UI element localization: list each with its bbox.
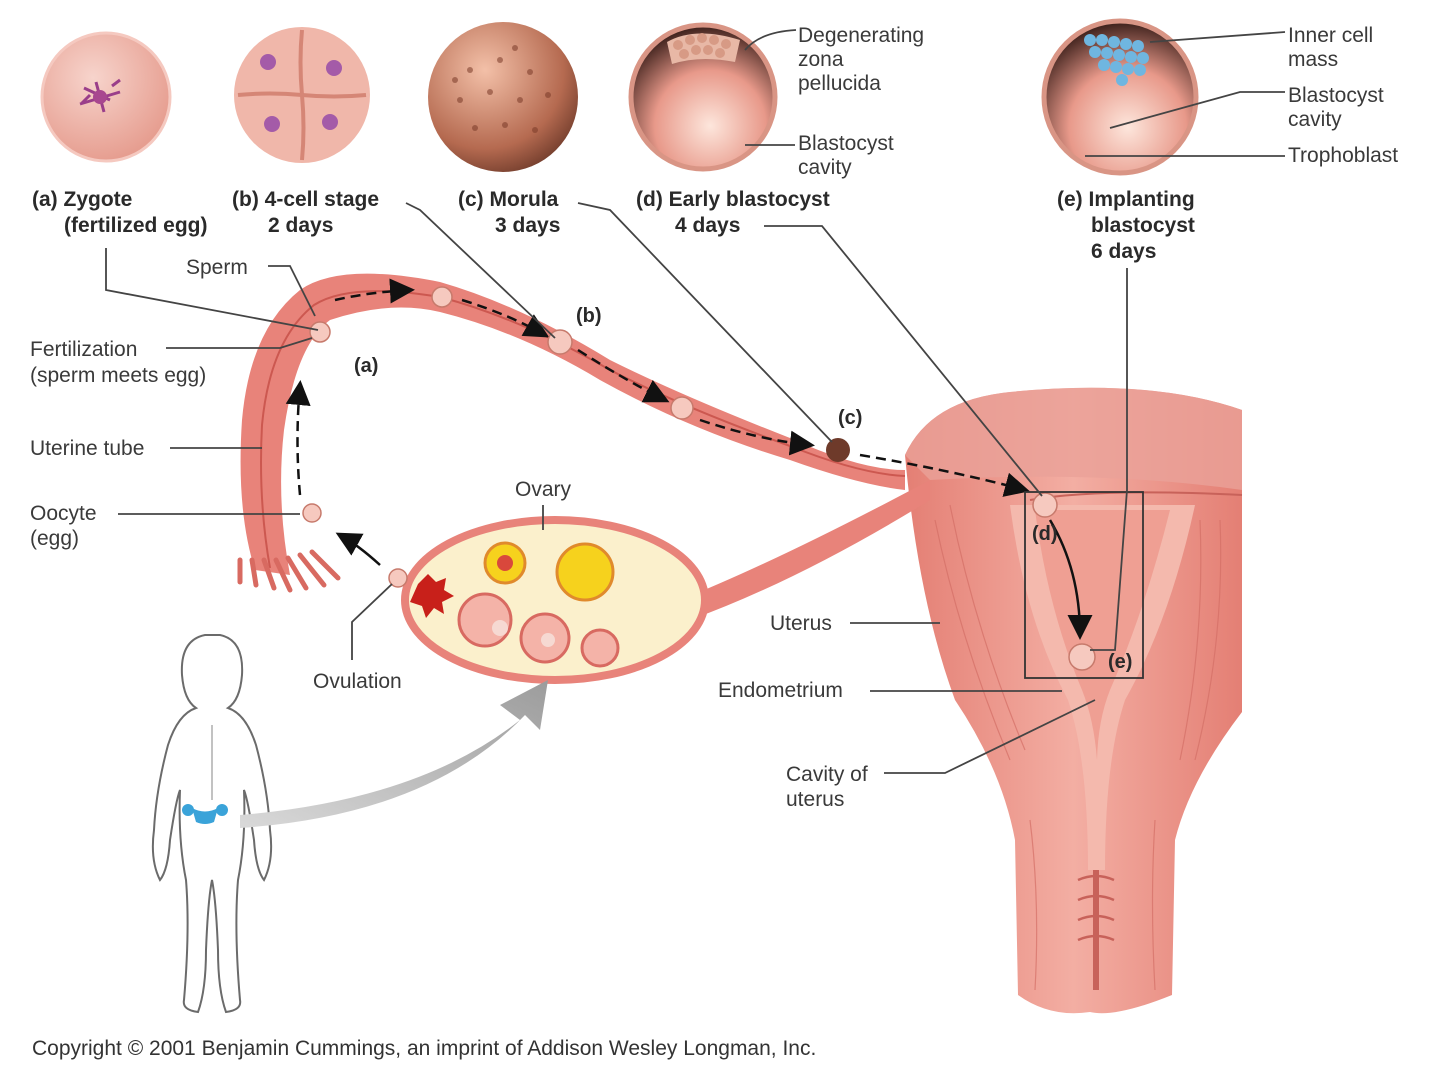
magnify-arrow-icon <box>240 680 548 828</box>
label-oocyte-1: Oocyte <box>30 502 97 525</box>
leader-blasto-cavity-e <box>1109 91 1285 129</box>
stage-a-title: (a) Zygote <box>32 188 132 211</box>
human-figure-illustration <box>151 634 273 1014</box>
leader-stage-e <box>1090 268 1128 651</box>
implanting-blastocyst-illustration <box>1041 18 1199 176</box>
stage-a-subtitle: (fertilized egg) <box>64 214 208 237</box>
stage-b-subtitle: 2 days <box>268 214 333 237</box>
leader-cavity <box>884 699 1096 774</box>
ovary-illustration <box>401 516 709 684</box>
tag-b: (b) <box>576 305 602 327</box>
leader-stage-a <box>105 248 319 331</box>
reproductive-organs-highlight-icon <box>182 804 228 824</box>
label-degenerating-1: Degenerating <box>798 24 924 47</box>
leader-stage-c <box>577 202 833 443</box>
leader-stage-d <box>764 225 1043 497</box>
stage-e-subtitle: blastocyst <box>1091 214 1195 237</box>
morula-illustration <box>428 22 578 172</box>
label-fertilization-1: Fertilization <box>30 338 137 361</box>
leader-inner-cell <box>1149 31 1286 43</box>
label-blasto-cavity-e-1: Blastocyst <box>1288 84 1384 107</box>
stage-e-subtitle-2: 6 days <box>1091 240 1156 263</box>
stage-c-subtitle: 3 days <box>495 214 560 237</box>
tag-c: (c) <box>838 407 862 429</box>
label-uterus: Uterus <box>770 612 832 635</box>
label-fertilization-2: (sperm meets egg) <box>30 364 206 387</box>
four-cell-illustration <box>234 27 370 163</box>
tag-d: (d) <box>1032 523 1058 545</box>
leader-ovulation <box>351 583 393 660</box>
stage-c-title: (c) Morula <box>458 188 559 211</box>
tag-e: (e) <box>1108 651 1132 673</box>
label-cavity-2: uterus <box>786 788 844 811</box>
label-blasto-cavity-d-1: Blastocyst <box>798 132 894 155</box>
label-inner-cell-2: mass <box>1288 48 1338 71</box>
stage-d-subtitle: 4 days <box>675 214 740 237</box>
label-uterine-tube: Uterine tube <box>30 437 144 460</box>
label-blasto-cavity-e-2: cavity <box>1288 108 1342 131</box>
label-sperm: Sperm <box>186 256 248 279</box>
label-inner-cell-1: Inner cell <box>1288 24 1373 47</box>
label-cavity-1: Cavity of <box>786 763 868 786</box>
stage-e-title: (e) Implanting <box>1057 188 1195 211</box>
label-blasto-cavity-d-2: cavity <box>798 156 852 179</box>
label-endometrium: Endometrium <box>718 679 843 702</box>
uterus-illustration <box>905 387 1243 1014</box>
leader-fertilization <box>166 337 313 349</box>
label-trophoblast: Trophoblast <box>1288 144 1398 167</box>
label-degenerating-3: pellucida <box>798 72 881 95</box>
implantation-box <box>1024 491 1144 679</box>
label-ovary: Ovary <box>515 478 572 501</box>
egg-path <box>285 278 1096 671</box>
stage-d-title: (d) Early blastocyst <box>636 188 830 211</box>
early-blastocyst-illustration <box>628 22 778 172</box>
stage-b-title: (b) 4-cell stage <box>232 188 379 211</box>
leader-sperm <box>268 265 316 317</box>
zygote-illustration <box>40 31 172 163</box>
copyright-line: Copyright © 2001 Benjamin Cummings, an i… <box>32 1037 816 1060</box>
label-ovulation: Ovulation <box>313 670 402 693</box>
label-degenerating-2: zona <box>798 48 844 71</box>
leader-degenerating <box>744 29 797 51</box>
label-oocyte-2: (egg) <box>30 527 79 550</box>
leader-stage-b <box>405 202 556 339</box>
tag-a: (a) <box>354 355 378 377</box>
